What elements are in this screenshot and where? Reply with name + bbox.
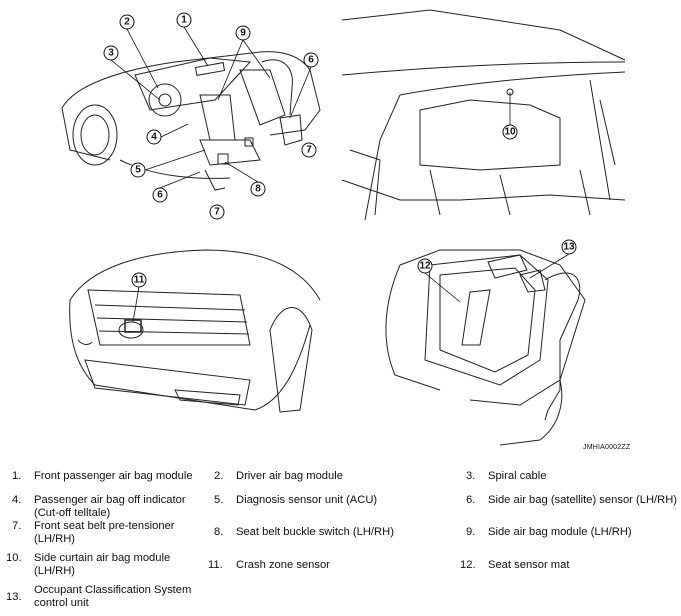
legend-text: Side air bag (satellite) sensor (LH/RH)	[488, 494, 678, 506]
legend-number: 1.	[12, 470, 22, 482]
car-front-drawing	[69, 249, 321, 413]
legend-number: 6.	[466, 494, 476, 506]
legend-text: Spiral cable	[488, 470, 547, 482]
callout-label: 4	[151, 132, 157, 143]
callout-label: 6	[157, 190, 163, 201]
legend-text: Passenger air bag off indicator (Cut-off…	[34, 494, 186, 519]
legend-number: 2.	[214, 470, 224, 482]
legend-text: Crash zone sensor	[236, 559, 330, 571]
legend-number: 4.	[12, 494, 22, 506]
seat-cushion-drawing	[385, 249, 586, 446]
legend-text: Front seat belt pre-tensioner (LH/RH)	[34, 520, 175, 545]
interior-cutaway-drawing	[61, 51, 321, 191]
callout-label: 6	[308, 55, 314, 66]
legend-number: 3.	[466, 470, 476, 482]
legend-number: 11.	[208, 559, 223, 571]
roof-rail-drawing	[341, 9, 626, 221]
legend-text: Seat sensor mat	[488, 559, 570, 571]
callout-label: 8	[255, 184, 261, 195]
component-legend: 1. Front passenger air bag module 2. Dri…	[0, 468, 681, 616]
callout-label: 11	[134, 275, 145, 286]
legend-text: Side curtain air bag module (LH/RH)	[34, 552, 171, 577]
figure-code: JMHIA0002ZZ	[583, 444, 631, 451]
legend-number: 5.	[214, 494, 224, 506]
callout-leader-lines	[110, 26, 570, 323]
legend-number: 7.	[12, 520, 22, 532]
legend-text: Side air bag module (LH/RH)	[488, 526, 632, 538]
callout-label: 12	[419, 261, 431, 272]
callout-label: 13	[563, 242, 575, 253]
legend-number: 13.	[6, 591, 22, 603]
callout-label: 7	[306, 145, 312, 156]
legend-text: Driver air bag module	[236, 470, 343, 482]
legend-text: Seat belt buckle switch (LH/RH)	[236, 526, 394, 538]
callout-label: 1	[181, 15, 187, 26]
legend-number: 12.	[460, 559, 476, 571]
callout-label: 3	[108, 48, 114, 59]
callout-markers	[103, 12, 577, 288]
legend-text: Front passenger air bag module	[34, 470, 193, 482]
callout-label: 5	[135, 165, 141, 176]
legend-number: 8.	[214, 526, 224, 538]
callout-label: 2	[124, 17, 130, 28]
legend-number: 9.	[466, 526, 476, 538]
legend-number: 10.	[6, 552, 22, 564]
airbag-system-component-diagram: 1 2 3 4 5 6 7 8 9 10 11 12 13 6 7	[61, 9, 626, 446]
callout-label: 7	[214, 207, 220, 218]
legend-text: Diagnosis sensor unit (ACU)	[236, 494, 378, 506]
callout-label: 9	[240, 28, 246, 39]
legend-text: Occupant Classification System control u…	[34, 584, 192, 609]
callout-label: 10	[504, 127, 516, 138]
